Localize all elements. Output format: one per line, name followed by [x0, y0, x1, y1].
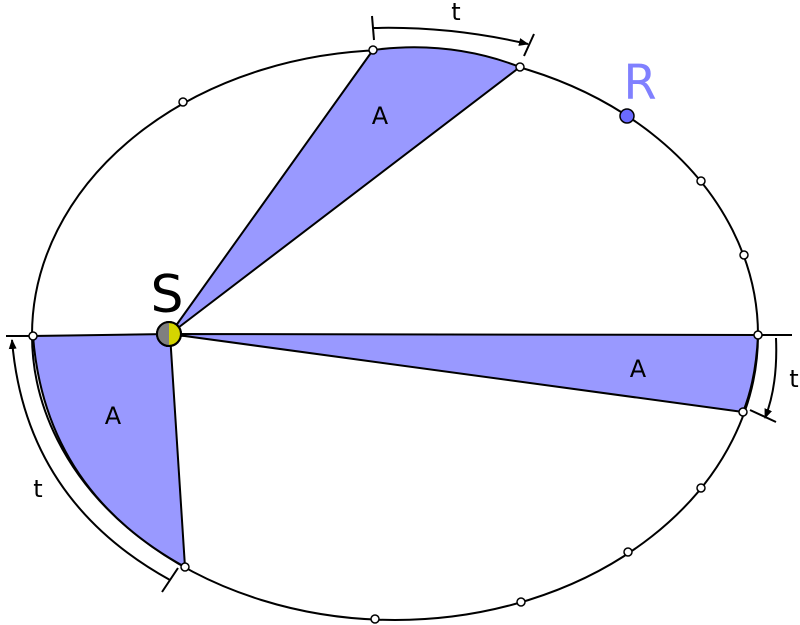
- sun-icon: [156, 321, 182, 347]
- orbit-point: [515, 62, 525, 72]
- orbit-point: [739, 250, 749, 260]
- planet-label: R: [623, 55, 656, 111]
- area-label-right: A: [630, 355, 647, 383]
- time-label-right: t: [789, 365, 798, 393]
- sector-left: [32, 333, 186, 568]
- sun-label: S: [150, 265, 183, 325]
- orbit-points: [28, 45, 763, 624]
- time-arc-left: [8, 339, 171, 581]
- time-arc-right: [764, 337, 778, 419]
- time-arc-top-end-bar: [523, 33, 535, 57]
- orbit-point: [178, 97, 188, 107]
- orbit-point: [516, 597, 526, 607]
- planet-dot: [619, 108, 635, 124]
- time-label-left: t: [33, 475, 42, 503]
- orbit-point: [180, 562, 190, 572]
- orbit-point: [696, 483, 706, 493]
- sector-upper: [169, 46, 521, 335]
- orbit-point: [368, 45, 378, 55]
- orbit-point: [623, 547, 633, 557]
- time-arc-top-start-bar: [371, 15, 375, 41]
- time-arc-top: [372, 26, 529, 46]
- orbit-point: [753, 330, 763, 340]
- orbit-point: [28, 331, 38, 341]
- orbit-point: [370, 614, 380, 624]
- sector-right: [169, 333, 759, 413]
- orbit-point: [738, 407, 748, 417]
- area-label-left: A: [105, 402, 122, 430]
- time-label-top: t: [451, 0, 460, 26]
- area-label-upper: A: [372, 102, 389, 130]
- time-arc-right-end-bar: [749, 409, 777, 423]
- orbit-point: [696, 176, 706, 186]
- time-arc-left-end-bar: [161, 567, 179, 593]
